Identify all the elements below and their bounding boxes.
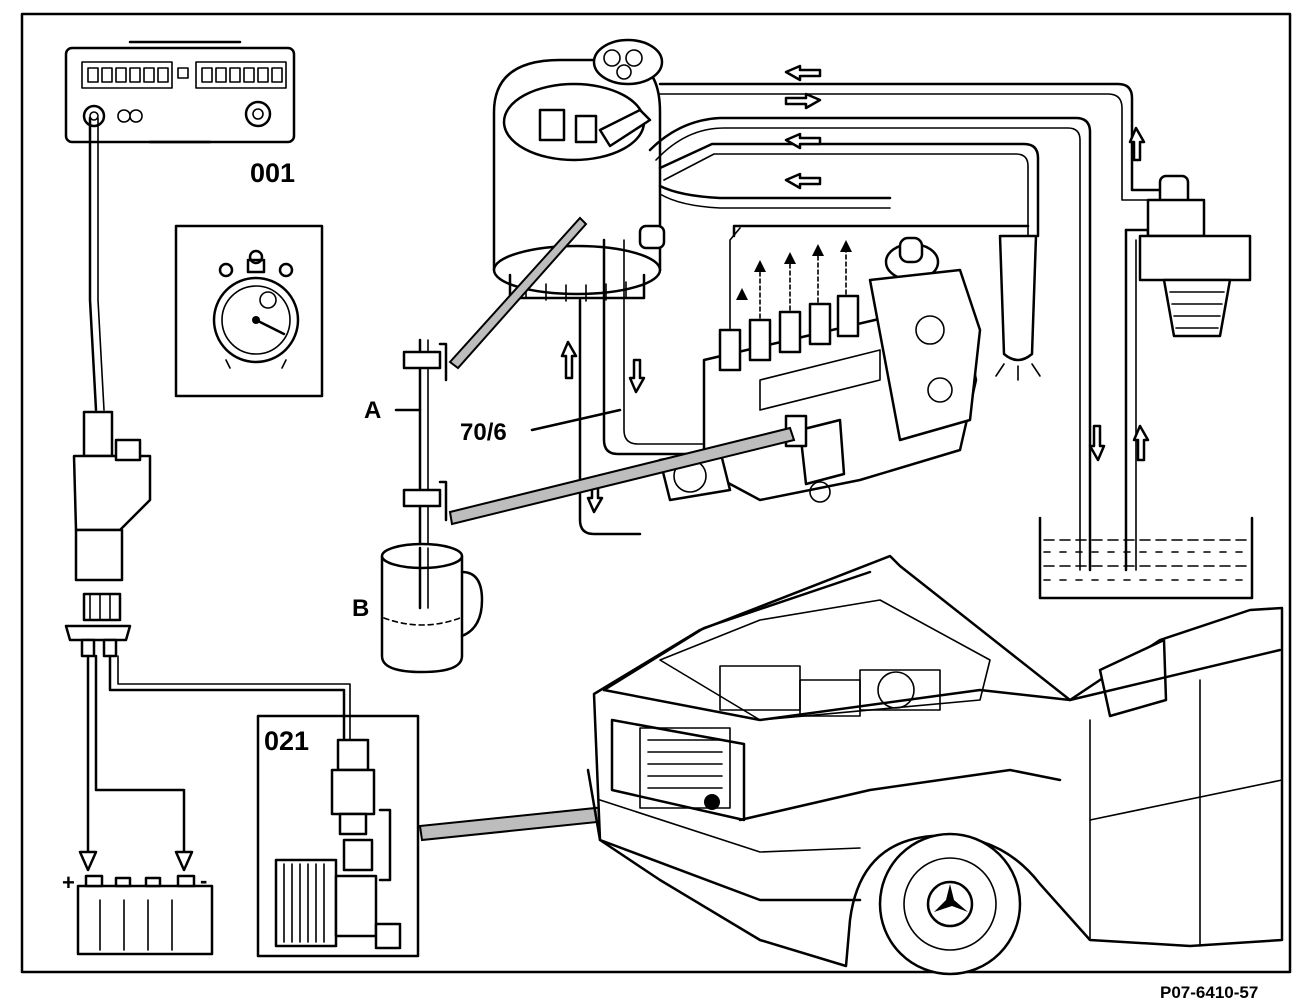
sensor-connector-icon xyxy=(64,410,152,658)
detail-box-021 xyxy=(256,714,420,958)
figure-frame xyxy=(20,12,1292,974)
battery-minus-wire xyxy=(94,654,186,862)
fuel-tank-icon xyxy=(1038,516,1254,600)
pointer-band-pump xyxy=(448,426,796,526)
measuring-hose xyxy=(402,338,448,602)
car-front-icon xyxy=(586,554,1284,976)
battery-minus-label: - xyxy=(200,868,207,893)
fuel-pump-icon xyxy=(1138,174,1252,338)
flow-arrow-icon xyxy=(560,64,1150,514)
battery-icon xyxy=(76,874,214,956)
flow-arrow-icon xyxy=(78,850,98,872)
drip-pipe xyxy=(998,234,1038,362)
tester-device-icon xyxy=(64,40,296,144)
label-b: B xyxy=(352,595,369,622)
label-a: A xyxy=(364,397,381,424)
fuel-line-return xyxy=(648,82,1162,572)
battery-plus-label: + xyxy=(62,870,75,895)
figure-id: P07-6410-57 xyxy=(1160,983,1258,1002)
injection-pump-icon xyxy=(658,227,982,503)
flywheel-sensor-icon xyxy=(274,858,402,950)
device-021-label: 021 xyxy=(264,726,309,756)
device-001-label: 001 xyxy=(250,158,295,188)
pointer-band-filter xyxy=(448,216,588,370)
fuel-filter-icon xyxy=(492,38,666,302)
label-70-6: 70/6 xyxy=(460,419,507,446)
stopwatch-icon xyxy=(174,224,324,398)
tester-cable xyxy=(88,116,98,412)
measuring-beaker-icon xyxy=(380,542,484,674)
